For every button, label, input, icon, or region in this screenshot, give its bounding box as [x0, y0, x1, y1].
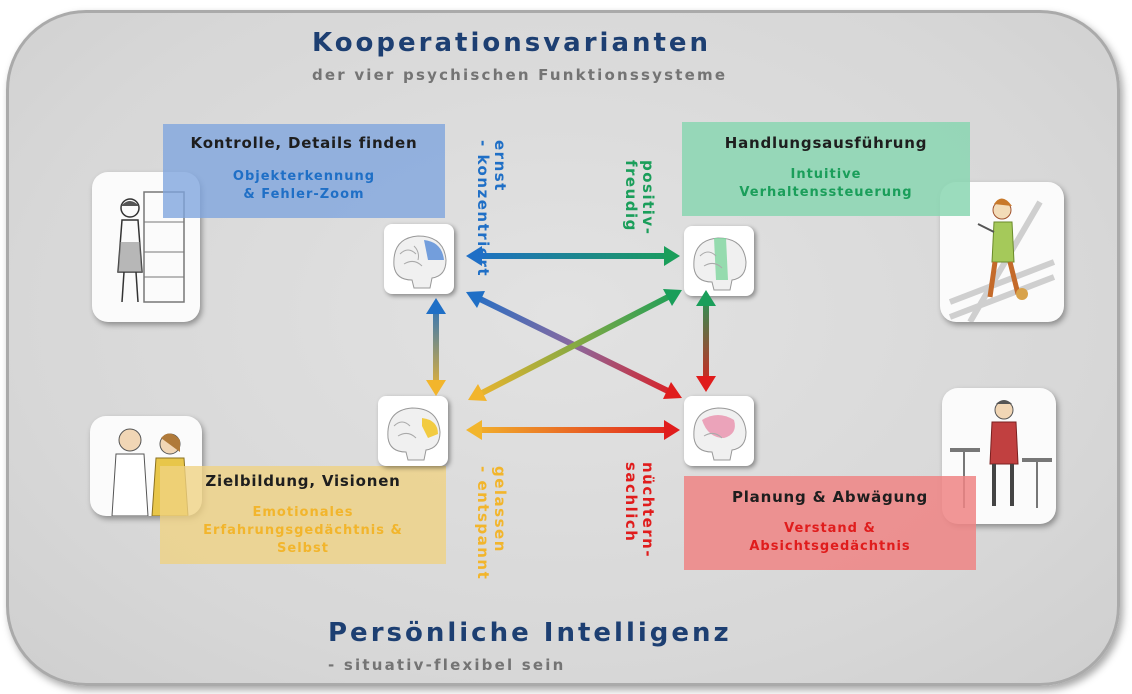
system-description-line: Verstand & [784, 521, 876, 536]
label-line: freudig [622, 160, 640, 232]
arrow-top [466, 246, 680, 266]
system-heading: Planung & Abwägung [731, 488, 929, 506]
system-box-goals: Zielbildung, Visionen Emotionales Erfahr… [160, 466, 446, 564]
system-box-action: Handlungsausführung Intuitive Verhaltens… [682, 122, 970, 216]
arrow-bottom [466, 420, 680, 440]
brain-icon-bottom-right [684, 396, 754, 466]
brain-icon-top-right [684, 226, 754, 296]
label-line: sachlich [622, 462, 640, 543]
label-line: nüchtern- [639, 462, 657, 559]
page-subtitle: der vier psychischen Funktionssysteme [312, 66, 728, 84]
system-description-line: Emotionales [252, 505, 354, 520]
brain-icon-bottom-left [378, 396, 448, 466]
system-heading: Kontrolle, Details finden [190, 134, 418, 152]
system-heading: Handlungsausführung [724, 134, 928, 152]
label-positive-joyful: positiv- freudig [622, 160, 657, 236]
system-description-line: Objekterkennung [232, 169, 376, 184]
footer-title: Persönliche Intelligenz [328, 618, 732, 648]
system-description-line: Intuitive [790, 167, 862, 182]
label-sober-factual: nüchtern- sachlich [622, 462, 657, 559]
system-description-line: Verhaltenssteuerung [739, 185, 913, 200]
brain-icon-top-left [384, 224, 454, 294]
system-box-planning: Planung & Abwägung Verstand & Absichtsge… [684, 476, 976, 570]
footer-subtitle: - situativ-flexibel sein [328, 656, 566, 674]
label-line: - entspannt [474, 466, 492, 581]
system-description-line: Absichtsgedächtnis [749, 539, 911, 554]
arrow-left [426, 298, 446, 396]
system-description: Objekterkennung & Fehler-Zoom [163, 168, 445, 204]
system-box-control: Kontrolle, Details finden Objekterkennun… [163, 124, 445, 218]
label-serious-focused: ernst - konzentriert [474, 140, 509, 278]
label-calm-relaxed: gelassen - entspannt [474, 466, 509, 581]
system-description-line: Erfahrungsgedächtnis & [203, 523, 403, 538]
arrow-right [696, 290, 716, 392]
label-line: gelassen [491, 466, 509, 553]
system-description: Intuitive Verhaltenssteuerung [682, 166, 970, 202]
system-description: Emotionales Erfahrungsgedächtnis & Selbs… [160, 504, 446, 558]
system-description: Verstand & Absichtsgedächtnis [684, 520, 976, 556]
label-line: - konzentriert [474, 140, 492, 278]
page-title: Kooperationsvarianten [312, 28, 712, 58]
system-heading: Zielbildung, Visionen [205, 472, 401, 490]
system-description-line: & Fehler-Zoom [243, 187, 365, 202]
system-description-line: Selbst [277, 541, 329, 556]
label-line: ernst [491, 140, 509, 192]
label-line: positiv- [639, 160, 657, 236]
arrow-diagonal-goals-action [468, 289, 682, 401]
